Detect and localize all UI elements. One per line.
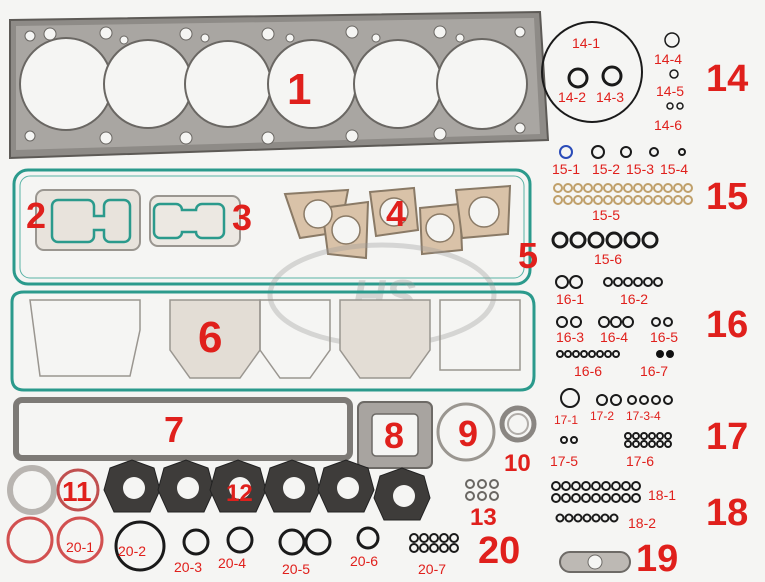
- label-20-5: 20-5: [282, 561, 311, 577]
- label-17-6: 17-6: [626, 453, 655, 469]
- small-rings-13: [465, 479, 499, 501]
- flange-gasket-8: [357, 401, 433, 469]
- head-gasket: [9, 10, 550, 160]
- label-20-4: 20-4: [218, 555, 247, 571]
- label-15: 15: [706, 176, 749, 218]
- o-rings-20-7: [409, 533, 459, 553]
- label-16: 16: [706, 304, 749, 346]
- label-9: 9: [458, 413, 479, 454]
- label-2: 2: [26, 195, 47, 236]
- seals-15-5: [553, 183, 693, 205]
- seals-18: [551, 481, 641, 523]
- label-18-1: 18-1: [648, 487, 677, 503]
- seals-15-6: [551, 231, 659, 249]
- label-17: 17: [706, 416, 749, 458]
- label-8: 8: [384, 415, 405, 456]
- label-1: 1: [287, 65, 312, 114]
- flange-gasket-19: [559, 551, 631, 573]
- label-16-6: 16-6: [574, 363, 603, 379]
- label-17-1: 17-1: [554, 413, 579, 427]
- label-12: 12: [226, 480, 253, 507]
- label-16-2: 16-2: [620, 291, 649, 307]
- label-20-7: 20-7: [418, 561, 447, 577]
- label-14-2: 14-2: [558, 89, 587, 105]
- label-3: 3: [232, 197, 253, 238]
- seals-15: [559, 145, 686, 159]
- seals-17: [560, 388, 673, 448]
- label-5: 5: [518, 235, 539, 276]
- valve-cover-gasket-6: [10, 290, 536, 392]
- label-15-3: 15-3: [626, 161, 655, 177]
- label-11: 11: [62, 476, 92, 507]
- seals-14: [541, 21, 684, 123]
- label-20-1: 20-1: [66, 539, 95, 555]
- label-15-5: 15-5: [592, 207, 621, 223]
- ring-9: [436, 402, 496, 462]
- label-16-1: 16-1: [556, 291, 585, 307]
- label-14-1: 14-1: [572, 35, 601, 51]
- label-17-5: 17-5: [550, 453, 579, 469]
- gaskets-2-3: [35, 189, 241, 251]
- label-19: 19: [636, 538, 679, 580]
- label-13: 13: [470, 504, 497, 531]
- label-15-1: 15-1: [552, 161, 581, 177]
- label-18-2: 18-2: [628, 515, 657, 531]
- label-20-2: 20-2: [118, 543, 147, 559]
- label-20-3: 20-3: [174, 559, 203, 575]
- label-16-3: 16-3: [556, 329, 585, 345]
- label-10: 10: [504, 450, 531, 477]
- label-15-2: 15-2: [592, 161, 621, 177]
- label-14: 14: [706, 58, 749, 100]
- label-20-6: 20-6: [350, 553, 379, 569]
- label-6: 6: [198, 313, 223, 362]
- label-16-7: 16-7: [640, 363, 669, 379]
- rings-11: [7, 465, 100, 515]
- valve-cover-gasket-5: [12, 168, 532, 286]
- label-17-2: 17-2: [590, 409, 615, 423]
- o-rings-20: [6, 516, 380, 572]
- label-14-6: 14-6: [654, 117, 683, 133]
- label-20: 20: [478, 530, 521, 572]
- label-17-3-4: 17-3-4: [626, 409, 661, 423]
- label-15-4: 15-4: [660, 161, 689, 177]
- ring-10: [499, 405, 537, 443]
- label-7: 7: [164, 409, 185, 450]
- label-14-3: 14-3: [596, 89, 625, 105]
- seals-16: [555, 275, 673, 358]
- label-18: 18: [706, 492, 749, 534]
- label-14-4: 14-4: [654, 51, 683, 67]
- label-14-5: 14-5: [656, 83, 685, 99]
- label-15-6: 15-6: [594, 251, 623, 267]
- intake-gasket-7: [13, 397, 353, 461]
- label-16-4: 16-4: [600, 329, 629, 345]
- seals-16-7: [656, 350, 674, 358]
- label-16-5: 16-5: [650, 329, 679, 345]
- label-4: 4: [386, 193, 407, 234]
